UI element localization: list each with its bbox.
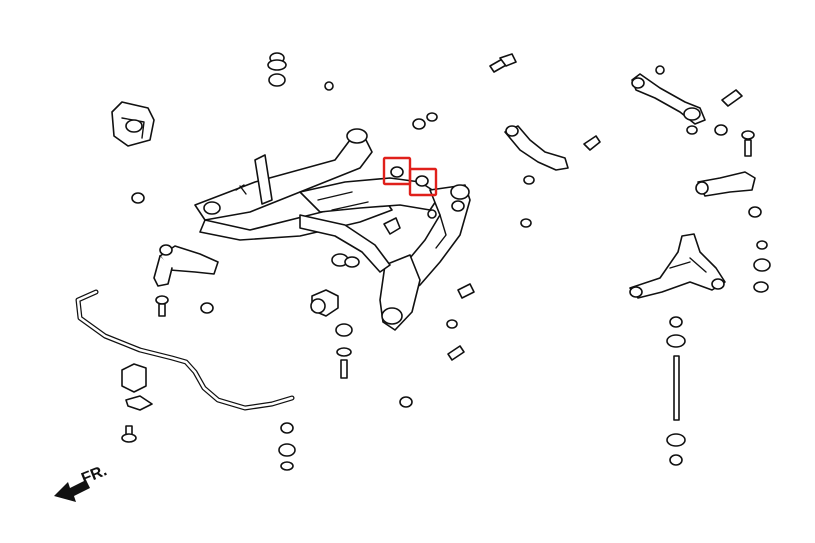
small-bushing-c1 xyxy=(427,209,437,219)
shock-bushing-stack xyxy=(267,52,287,87)
rear-subframe xyxy=(194,128,471,331)
small-bushing-r1 xyxy=(523,175,535,185)
sway-bar-bushing xyxy=(121,363,153,411)
center-bushings xyxy=(331,253,360,268)
bolt-left-vertical xyxy=(155,295,169,317)
stabilizer-link xyxy=(666,316,686,466)
small-bushing-c2 xyxy=(446,319,458,329)
bolt-center-right-3 xyxy=(447,345,465,361)
bolt-upper-right xyxy=(721,89,743,107)
bushing-stack-bottom xyxy=(278,422,296,471)
small-washer xyxy=(131,192,145,204)
bushing-stack-right xyxy=(753,240,771,293)
diff-bushing-lower xyxy=(310,289,339,317)
toe-control-arm xyxy=(504,125,569,171)
bushing-pair-right xyxy=(686,124,728,136)
front-direction-indicator: FR. xyxy=(54,462,109,502)
bolt-right-vertical xyxy=(741,130,755,157)
front-direction-arrow-icon xyxy=(54,480,90,502)
small-bushing-r3 xyxy=(748,206,762,218)
small-bushing-r2 xyxy=(520,218,532,228)
differential-mount-bushing xyxy=(111,101,155,147)
sway-bar xyxy=(75,289,295,411)
small-bushing-c3 xyxy=(399,396,413,408)
rear-upper-arm xyxy=(631,73,706,125)
lower-control-arm xyxy=(629,233,726,299)
center-bolt-stack xyxy=(335,323,353,379)
small-nut-top xyxy=(655,65,665,75)
small-bolt-head xyxy=(324,81,334,91)
washer-b xyxy=(426,112,438,122)
bolt-center xyxy=(383,217,401,235)
subframe-bushing-right xyxy=(408,167,438,197)
traction-arm xyxy=(695,171,756,197)
small-bushing-l1 xyxy=(200,302,214,314)
bolt-top xyxy=(489,53,517,73)
front-direction-label: FR. xyxy=(79,462,109,487)
washer-a xyxy=(412,118,426,130)
bolt-center-right-2 xyxy=(457,283,475,299)
front-lateral-link xyxy=(153,244,219,287)
bolt-center-right xyxy=(583,135,601,151)
bolt-lower-left xyxy=(121,425,137,443)
